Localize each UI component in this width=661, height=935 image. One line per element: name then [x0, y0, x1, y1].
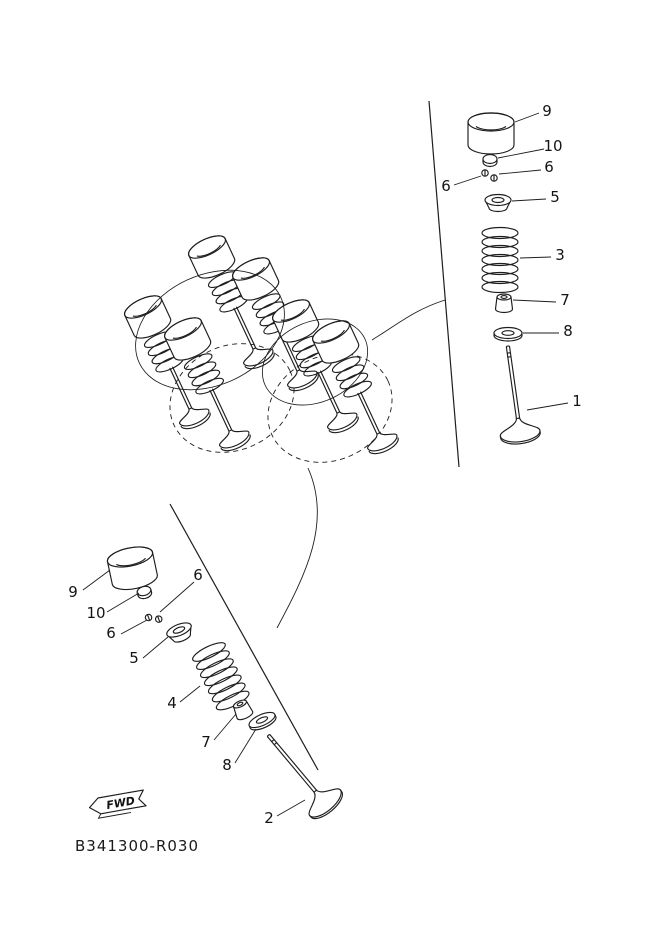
connector-curve-to-bottom-group — [276, 467, 318, 629]
bottom-group-leader-lines — [82, 569, 306, 817]
retainer-part-top — [484, 193, 512, 213]
fwd-marker: FWD — [88, 789, 147, 819]
leader-top-10 — [497, 148, 545, 159]
top-group-callouts: 9 10 6 6 5 3 7 8 1 — [441, 102, 582, 410]
tappet-part-bottom — [105, 542, 160, 594]
spring-part-top — [481, 226, 519, 294]
seal-part-bottom — [230, 697, 255, 723]
tappet-part-top — [467, 112, 515, 155]
cotters-part-bottom — [143, 609, 164, 627]
assembled-valve-6 — [308, 315, 406, 460]
leader-top-6r — [498, 169, 542, 175]
bottom-group-callouts: 9 10 6 6 5 4 7 8 2 — [68, 566, 274, 827]
assembled-valve-4 — [160, 312, 258, 457]
cotters-part-top — [481, 169, 498, 182]
retainer-part-bottom — [164, 619, 196, 647]
seal-part-top — [494, 293, 514, 314]
head-surface-outline-right — [261, 318, 369, 406]
leader-top-3 — [519, 256, 552, 259]
callout-seal-bottom: 7 — [201, 733, 211, 751]
leader-bot-8 — [234, 728, 257, 764]
leader-bot-10 — [106, 592, 140, 613]
cylinder2-dashed-outline — [267, 353, 393, 463]
fwd-flag-shadow — [97, 812, 132, 819]
leader-top-6l — [453, 175, 482, 186]
callout-seat-top: 8 — [563, 322, 573, 340]
cylinder1-dashed-outline — [169, 343, 295, 453]
callout-pad-top: 10 — [543, 137, 562, 155]
leader-bot-5 — [142, 636, 169, 659]
section-border-line-bottom — [169, 503, 319, 771]
drawing-code: B341300-R030 — [75, 837, 199, 855]
assembled-valve-3 — [120, 290, 218, 435]
leader-top-9 — [514, 112, 540, 123]
leader-top-1 — [526, 402, 569, 411]
bottom-exploded-group: 9 10 6 6 5 4 7 8 2 — [68, 503, 348, 827]
leader-bot-2 — [276, 799, 306, 817]
callout-tappet-top: 9 — [542, 102, 552, 120]
callout-tappet-bottom: 9 — [68, 583, 78, 601]
top-exploded-group: 9 10 6 6 5 3 7 8 1 — [428, 100, 582, 468]
callout-retainer-bottom: 5 — [129, 649, 139, 667]
leader-bot-4 — [179, 685, 201, 703]
head-surface-outline-left — [135, 269, 285, 391]
callout-cotter-lower: 6 — [106, 624, 116, 642]
intake-valve-part — [487, 342, 542, 447]
seat-part-top — [493, 326, 523, 342]
connector-curve-to-top-group — [371, 299, 446, 341]
leader-bot-6l — [120, 619, 148, 635]
fwd-label: FWD — [105, 794, 136, 812]
assembled-valvetrain-view — [120, 230, 406, 463]
leader-top-5 — [511, 198, 547, 202]
leader-bot-7 — [213, 713, 237, 741]
callout-cotter-left: 6 — [441, 177, 451, 195]
fwd-flag-shape — [88, 789, 147, 815]
callout-cotter-right: 6 — [544, 158, 554, 176]
section-border-line-top — [428, 100, 460, 468]
pad-part-top — [482, 153, 498, 168]
top-group-leader-lines — [453, 112, 569, 411]
callout-valve-exhaust: 2 — [264, 809, 274, 827]
callout-spring-top: 3 — [555, 246, 565, 264]
callout-pad-bottom: 10 — [86, 604, 105, 622]
leader-bot-9 — [82, 569, 111, 591]
callout-retainer-top: 5 — [550, 188, 560, 206]
callout-spring-bottom: 4 — [167, 694, 177, 712]
leader-top-7 — [512, 299, 557, 303]
callout-valve-intake: 1 — [572, 392, 582, 410]
leader-bot-6u — [159, 581, 195, 613]
callout-seat-bottom: 8 — [222, 756, 232, 774]
callout-seal-top: 7 — [560, 291, 570, 309]
callout-cotter-upper: 6 — [193, 566, 203, 584]
